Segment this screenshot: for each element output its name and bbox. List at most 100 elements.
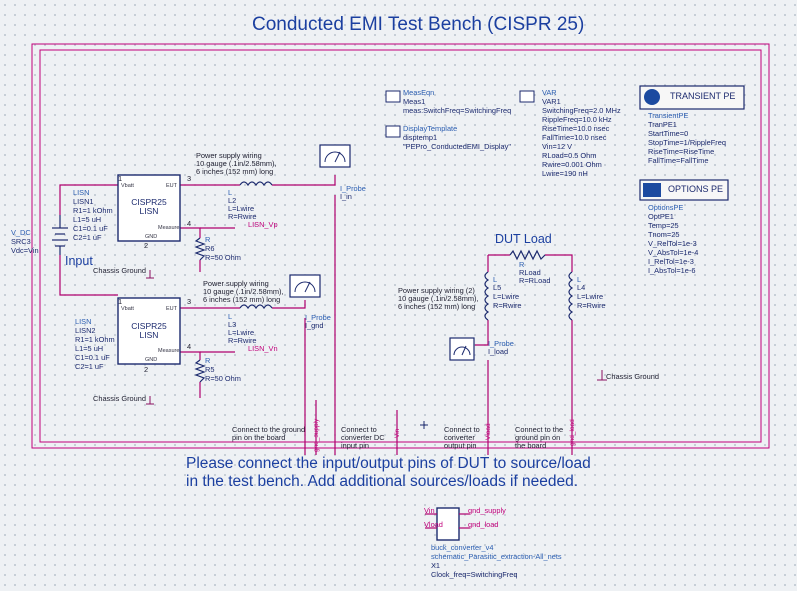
l2-r: R=Rwire xyxy=(228,212,257,221)
current-probe-gnd[interactable] xyxy=(289,274,321,298)
probe-load-name: I_load xyxy=(488,347,509,356)
r6-name: R6 xyxy=(205,244,215,253)
r6-type: R xyxy=(205,235,211,244)
lisn1-pin-number-3: 3 xyxy=(187,174,192,183)
l3-name: L3 xyxy=(228,320,237,329)
l4-r: R=Rwire xyxy=(577,301,606,310)
dut-line-0: buck_converter_v4 xyxy=(431,543,494,552)
lisn2-box[interactable] xyxy=(117,297,181,365)
resistor-r5[interactable] xyxy=(194,359,206,383)
probe-load-type: I_Probe xyxy=(488,339,514,348)
var-icon[interactable] xyxy=(519,90,535,103)
pin-label-gnd-supply: gnd_supply xyxy=(313,418,320,452)
resistor-rload[interactable] xyxy=(509,249,546,261)
transient-line-2: StartTime=0 xyxy=(648,129,689,138)
wiring-mid-line-1: 10 gauge (.1in/2.58mm), xyxy=(203,287,284,296)
dut-pin-vin: Vin xyxy=(424,506,435,515)
dut-pin-gnd-load: gnd_load xyxy=(468,520,499,529)
lisn1-box[interactable] xyxy=(117,174,181,242)
display-template-icon[interactable] xyxy=(385,125,401,138)
page-title: Conducted EMI Test Bench (CISPR 25) xyxy=(252,14,585,35)
lisn1-pin-number-1: 1 xyxy=(118,174,123,183)
lisn1-param-1: LISN1 xyxy=(73,197,94,206)
options-pe-button-label: OPTIONS PE xyxy=(668,184,724,194)
net-label-lisn-vn: LISN_Vn xyxy=(248,344,278,353)
l4-l: L=Lwire xyxy=(577,292,604,301)
lisn1-pin-vbatt: Vbatt xyxy=(121,183,134,189)
transient-line-3: StopTime=1/RippleFreq xyxy=(648,138,726,147)
var-line-1: SwitchingFreq=2.0 MHz xyxy=(542,106,621,115)
options-line-1: OptPE1 xyxy=(648,212,674,221)
var-line-5: Vin=12 V xyxy=(542,142,573,151)
measeqn-line-1: meas:SwitchFreq=SwitchingFreq xyxy=(403,106,512,115)
connect-note-1-line-0: Connect to the ground xyxy=(232,425,306,434)
inductor-l4[interactable] xyxy=(568,271,574,321)
options-line-3: Tnom=25 xyxy=(648,230,680,239)
current-probe-in[interactable] xyxy=(319,144,351,168)
r5-name: R5 xyxy=(205,365,215,374)
options-line-7: I_AbsTol=1e-6 xyxy=(648,266,696,275)
chassis-ground-label-3: Chassis Ground xyxy=(606,372,659,381)
dut-block[interactable] xyxy=(436,507,460,541)
lisn1-param-5: C2=1 uF xyxy=(73,233,102,242)
lisn1-param-0: LISN xyxy=(73,188,90,197)
var-line-3: RiseTime=10.0 nsec xyxy=(542,124,610,133)
connect-note-2-line-0: Connect to xyxy=(341,425,377,434)
lisn2-param-0: LISN xyxy=(75,317,92,326)
transient-pe-button[interactable] xyxy=(639,85,745,110)
display-template-line-1: "PEPro_ConductedEMI_Display" xyxy=(403,142,511,151)
lisn2-param-3: L1=5 uH xyxy=(75,344,104,353)
inductor-l3[interactable] xyxy=(239,304,273,310)
connect-note-3-line-0: Connect to xyxy=(444,425,480,434)
testbench-frame-inner xyxy=(39,49,762,443)
source-name: V_DC xyxy=(11,228,31,237)
lisn2-param-2: R1=1 kOhm xyxy=(75,335,115,344)
display-template-header: DisplayTemplate xyxy=(403,124,458,133)
options-line-2: Temp=25 xyxy=(648,221,679,230)
wiring-top-line-1: 10 gauge (.1in/2.58mm), xyxy=(196,159,277,168)
l2-type: L xyxy=(228,188,233,197)
options-line-0: OptionsPE xyxy=(648,203,684,212)
pin-label-vin: Vin xyxy=(394,428,401,438)
transient-line-1: TranPE1 xyxy=(648,120,677,129)
transient-line-4: RiseTime=RiseTime xyxy=(648,147,715,156)
lisn2-pin-number-3: 3 xyxy=(187,297,192,306)
lisn1-param-3: L1=5 uH xyxy=(73,215,102,224)
connect-note-2-line-1: converter DC xyxy=(341,433,385,442)
inductor-l5[interactable] xyxy=(484,271,490,321)
var-header: VAR xyxy=(542,88,557,97)
lisn1-pin-number-2: 2 xyxy=(144,241,149,250)
pin-label-vload: Vload xyxy=(485,423,492,440)
meas-eqn-icon[interactable] xyxy=(385,90,401,103)
l2-l: L=Lwire xyxy=(228,204,255,213)
lisn2-param-4: C1=0.1 uF xyxy=(75,353,110,362)
resistor-r6[interactable] xyxy=(194,237,206,261)
current-probe-load[interactable] xyxy=(449,337,475,361)
instructions-line-1: in the test bench. Add additional source… xyxy=(186,473,579,490)
l5-type: L xyxy=(493,275,498,284)
source-line-1: SRC3 xyxy=(11,237,31,246)
lisn1-pin-number-4: 4 xyxy=(187,219,192,228)
lisn2-label: CISPR25 LISN xyxy=(131,321,167,340)
lisn1-pin-gnd: GND xyxy=(145,234,158,240)
l3-r: R=Rwire xyxy=(228,336,257,345)
options-pe-button[interactable] xyxy=(639,179,729,201)
gear-icon xyxy=(644,89,660,105)
display-template-line-0: disptemp1 xyxy=(403,133,438,142)
inductor-l2[interactable] xyxy=(239,181,273,187)
source-line-2: Vdc=Vin xyxy=(11,246,39,255)
lisn1-pin-measure: Measure xyxy=(158,225,180,231)
pin-label-gnd-load: gnd_load xyxy=(569,419,576,446)
options-line-5: V_AbsTol=1e-4 xyxy=(648,248,699,257)
l3-l: L=Lwire xyxy=(228,328,255,337)
options-line-6: I_RelTol=1e-3 xyxy=(648,257,694,266)
options-icon xyxy=(643,183,661,197)
connect-note-2-line-2: input pin xyxy=(341,441,369,450)
r5-value: R=50 Ohm xyxy=(205,374,241,383)
dc-source-symbol[interactable] xyxy=(52,215,68,255)
chassis-ground-label-2: Chassis Ground xyxy=(93,394,146,403)
lisn2-pin-eut: EUT xyxy=(166,306,177,312)
lisn2-pin-number-2: 2 xyxy=(144,365,149,374)
connect-note-3-line-2: output pin xyxy=(444,441,477,450)
